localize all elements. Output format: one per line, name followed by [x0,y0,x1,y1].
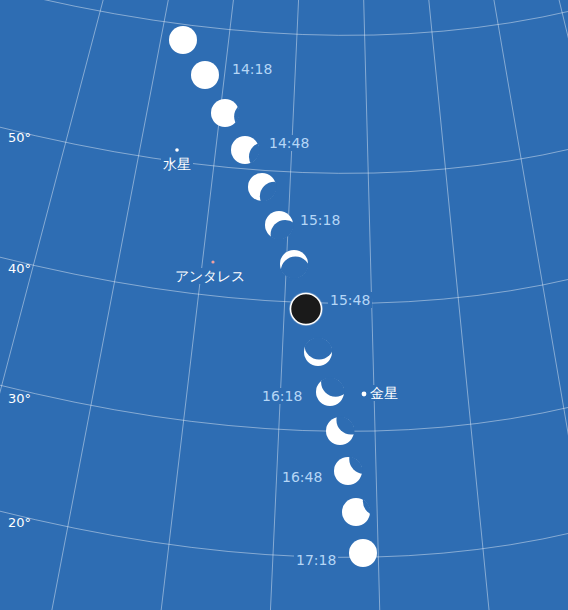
moon-disk [363,487,392,516]
azimuth-line [340,0,568,610]
time-label: 14:48 [267,135,311,151]
moon-disk [321,368,350,397]
azimuth-line [50,0,340,610]
altitude-line [0,126,568,173]
azimuth-line [0,0,340,610]
sun-phase [342,487,392,526]
sun-phase [211,99,263,131]
sun-phase [316,368,350,406]
antares-dot [211,260,214,263]
sun-phase [265,211,300,249]
altitude-line [0,0,568,35]
planet-name: 金星 [368,385,400,401]
time-label: 16:18 [260,388,304,404]
sun-phase [349,539,377,567]
altitude-label: 20° [8,516,31,531]
moon-disk [271,220,300,249]
sun-phase [169,26,197,54]
altitude-line [0,384,568,431]
planet-name: 水星 [161,156,193,172]
time-label: 15:48 [328,292,372,308]
moon-disk [336,405,365,434]
time-label: 16:48 [280,469,324,485]
sun-disk [349,539,377,567]
azimuth-line [160,0,340,610]
sun-phase [326,405,366,445]
sun-phase [304,330,334,366]
time-label: 15:18 [298,212,342,228]
star-name: アンタレス [173,268,247,284]
altitude-label: 30° [8,392,31,407]
moon-disk [234,102,263,131]
altitude-label: 50° [8,131,31,146]
altitude-label: 40° [8,262,31,277]
sun-disk [169,26,197,54]
sun-phase [191,61,219,89]
corona-glow [289,292,323,326]
time-label: 17:18 [294,552,338,568]
moon-disk [304,330,333,359]
azimuth-line [340,0,568,610]
eclipse-max [291,294,322,325]
altitude-line [0,256,568,303]
sun-disk [191,61,219,89]
venus-dot [362,392,367,397]
sun-phase [280,250,310,286]
moon-disk [349,445,378,474]
moon-disk [260,182,289,211]
eclipse-sequence [169,26,392,567]
sun-phase [334,445,378,485]
mercury-dot [175,148,179,152]
sun-phase [248,173,289,211]
moon-disk [281,256,310,285]
time-label: 14:18 [230,61,274,77]
